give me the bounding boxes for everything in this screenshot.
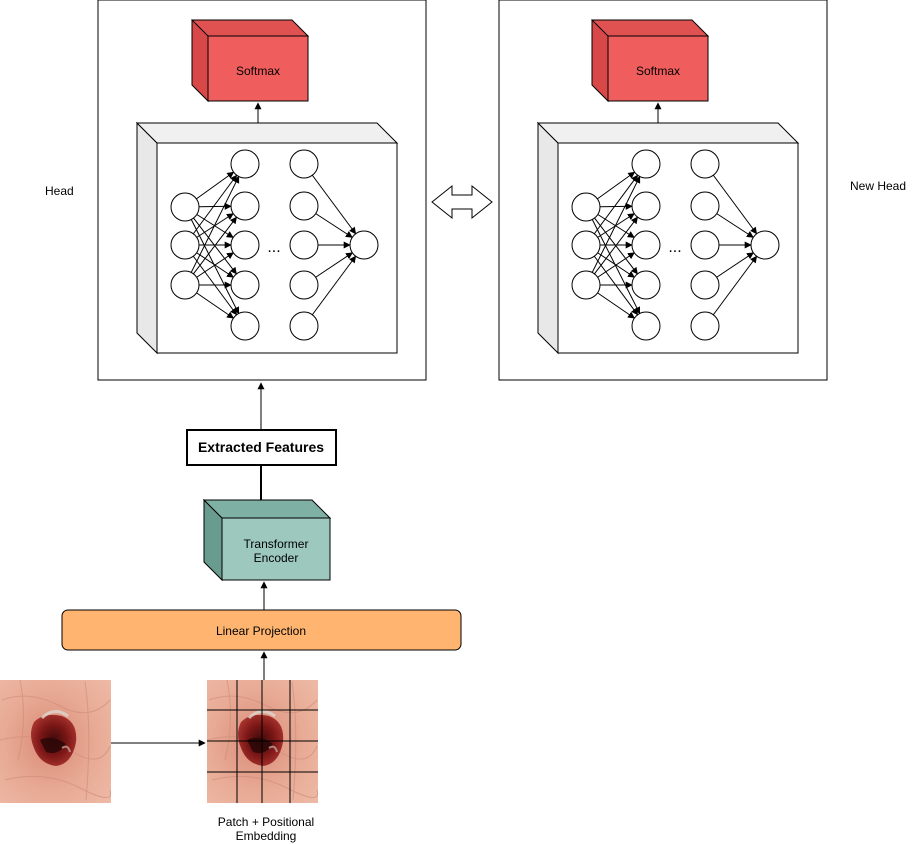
linear-projection-label: Linear Projection xyxy=(216,624,306,638)
nn-input-node xyxy=(571,230,601,260)
nn-edge xyxy=(597,292,636,319)
nn-hidden-node xyxy=(690,149,720,179)
nn-edge xyxy=(192,174,238,235)
nn-hidden-node xyxy=(690,230,720,260)
nn-hidden-node xyxy=(631,311,661,341)
transformer-encoder-box: Transformer Encoder xyxy=(202,498,332,582)
new-softmax-label: Softmax xyxy=(636,64,680,78)
wound-image xyxy=(0,679,112,803)
nn-hidden-node xyxy=(690,270,720,300)
nn-edge xyxy=(599,202,633,210)
nn-edge xyxy=(712,174,758,235)
nn-edge xyxy=(190,219,240,315)
nn-edge xyxy=(315,252,353,278)
nn-edge xyxy=(597,171,636,200)
nn-output-node xyxy=(750,230,780,260)
nn-edge xyxy=(193,216,237,275)
nn-hidden-node xyxy=(289,230,319,260)
softmax-box: Softmax xyxy=(190,19,310,103)
nn-hidden-node xyxy=(690,311,720,341)
nn-hidden-node xyxy=(690,191,720,221)
extracted-features-label: Extracted Features xyxy=(198,439,324,455)
softmax-label: Softmax xyxy=(236,64,280,78)
nn-edge xyxy=(716,213,754,238)
nn-edge xyxy=(196,252,234,278)
nn-hidden-node xyxy=(230,311,260,341)
nn-input-node xyxy=(170,192,200,222)
nn-input-node xyxy=(170,230,200,260)
nn-edge xyxy=(311,255,357,316)
transformer-encoder-label-line2: Encoder xyxy=(254,551,299,565)
patch-embedding-label-line1: Patch + Positional xyxy=(218,815,314,829)
nn-hidden-node xyxy=(289,311,319,341)
nn-edge xyxy=(712,255,758,316)
swap-double-arrow xyxy=(431,184,493,220)
nn-hidden-node xyxy=(289,191,319,221)
nn-hidden-node xyxy=(230,149,260,179)
nn-edge xyxy=(196,171,235,200)
neural-network-right: ... xyxy=(571,149,780,341)
nn-edge xyxy=(190,175,240,273)
neural-network-left: ... xyxy=(170,149,379,341)
nn-ellipsis: ... xyxy=(668,239,681,256)
nn-ellipsis: ... xyxy=(267,239,280,256)
nn-hidden-node xyxy=(289,270,319,300)
nn-hidden-node xyxy=(631,191,661,221)
nn-hidden-node xyxy=(631,149,661,179)
linear-projection-box: Linear Projection xyxy=(61,609,462,651)
nn-hidden-node xyxy=(631,270,661,300)
nn-hidden-node xyxy=(230,191,260,221)
nn-input-node xyxy=(571,270,601,300)
nn-hidden-node xyxy=(230,230,260,260)
patch-grid xyxy=(207,680,318,803)
nn-output-node xyxy=(349,230,379,260)
nn-input-node xyxy=(571,192,601,222)
nn-hidden-node xyxy=(230,270,260,300)
extracted-features-box: Extracted Features xyxy=(186,429,337,466)
nn-edge xyxy=(716,252,754,278)
head-label: Head xyxy=(45,184,74,198)
nn-edge xyxy=(196,292,235,319)
nn-input-node xyxy=(170,270,200,300)
nn-edge xyxy=(591,175,641,273)
transformer-encoder-label-line1: Transformer xyxy=(244,537,309,551)
nn-hidden-node xyxy=(631,230,661,260)
nn-hidden-node xyxy=(289,149,319,179)
new-head-label: New Head xyxy=(850,179,906,193)
patch-embedding-label-line2: Embedding xyxy=(236,829,297,843)
nn-edge xyxy=(597,252,635,278)
nn-edge xyxy=(315,213,353,238)
nn-edge xyxy=(311,174,357,235)
nn-edge xyxy=(593,174,639,235)
nn-edge xyxy=(198,202,232,210)
nn-edge xyxy=(594,216,638,275)
new-softmax-box: Softmax xyxy=(590,19,710,103)
nn-edge xyxy=(591,219,641,315)
